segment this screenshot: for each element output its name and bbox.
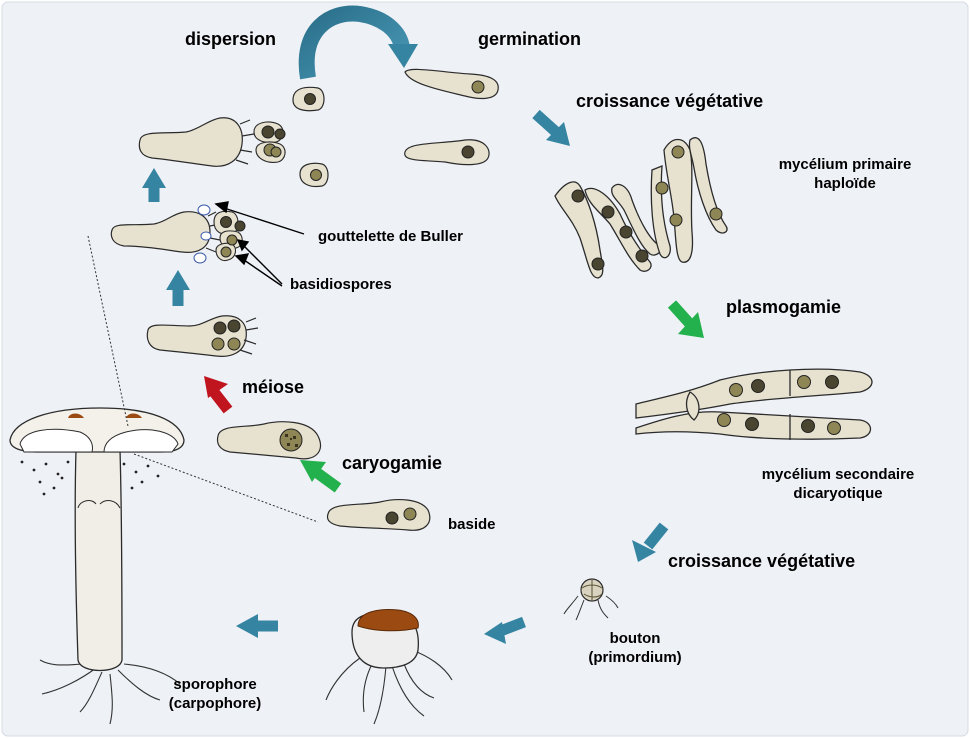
label-germination: germination xyxy=(478,28,581,51)
label-croissance-vegetative-1: croissance végétative xyxy=(576,90,763,113)
label-mycelium-secondaire: mycélium secondaire dicaryotique xyxy=(738,466,938,504)
label-gouttelette-de-buller: gouttelette de Buller xyxy=(318,228,463,247)
dispersed-spore xyxy=(300,163,328,186)
label-basidiospores: basidiospores xyxy=(290,276,392,295)
dispersed-spore xyxy=(293,87,324,110)
label-croissance-vegetative-2: croissance végétative xyxy=(668,550,855,573)
label-dispersion: dispersion xyxy=(185,28,276,51)
label-bouton: bouton (primordium) xyxy=(580,630,690,668)
label-caryogamie: caryogamie xyxy=(342,452,442,475)
label-baside: baside xyxy=(448,516,496,535)
label-plasmogamie: plasmogamie xyxy=(726,296,841,319)
label-sporophore: sporophore (carpophore) xyxy=(150,676,280,714)
label-meiose: méiose xyxy=(242,376,304,399)
label-mycelium-primaire: mycélium primaire haploïde xyxy=(760,156,930,194)
